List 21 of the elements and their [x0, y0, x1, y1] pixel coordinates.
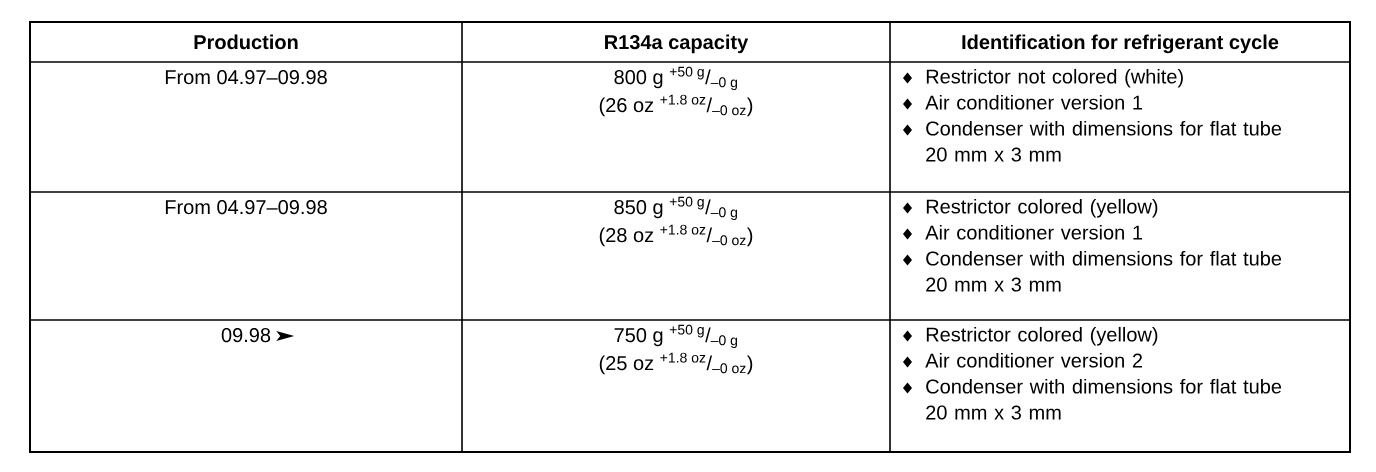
bullet-item: Air conditioner version 1	[925, 224, 1143, 240]
column-header: Identification for refrigerant cycle	[962, 34, 1279, 54]
bullet-item: Condenser with dimensions for flat tube 20 mm x 3 mm	[926, 120, 1282, 162]
bullet-item: Restrictor colored (yellow)	[926, 326, 1158, 346]
column-header: R134a capacity	[605, 34, 749, 54]
table-cell: 800 g $^{+50 g}$/$_{–0 g}$	[614, 66, 737, 90]
table-cell: 09.98	[221, 328, 271, 343]
table-cell: (26 oz $^{+1.8 oz}$/$_{–0 oz}$)	[599, 94, 753, 117]
bullet-item: Air conditioner version 2	[925, 352, 1142, 368]
bullet-item: Restrictor not colored (white)	[926, 68, 1183, 88]
table-cell: 850 g $^{+50 g}$/$_{–0 g}$	[614, 196, 737, 220]
table-cell: From 04.97–09.98	[165, 70, 327, 85]
bullet-item: Condenser with dimensions for flat tube 20 mm x 3 mm	[926, 378, 1282, 420]
bullet-item: Restrictor colored (yellow)	[926, 198, 1158, 218]
bullet-item: Air conditioner version 1	[925, 94, 1143, 110]
table-cell: (28 oz $^{+1.8 oz}$/$_{–0 oz}$)	[599, 224, 753, 247]
table-cell: (25 oz $^{+1.8 oz}$/$_{–0 oz}$)	[599, 352, 753, 375]
column-header: Production	[194, 34, 298, 50]
table-cell: From 04.97–09.98	[165, 200, 327, 215]
bullet-item: Condenser with dimensions for flat tube 20 mm x 3 mm	[926, 250, 1282, 292]
table-cell: 750 g $^{+50 g}$/$_{–0 g}$	[614, 324, 737, 348]
